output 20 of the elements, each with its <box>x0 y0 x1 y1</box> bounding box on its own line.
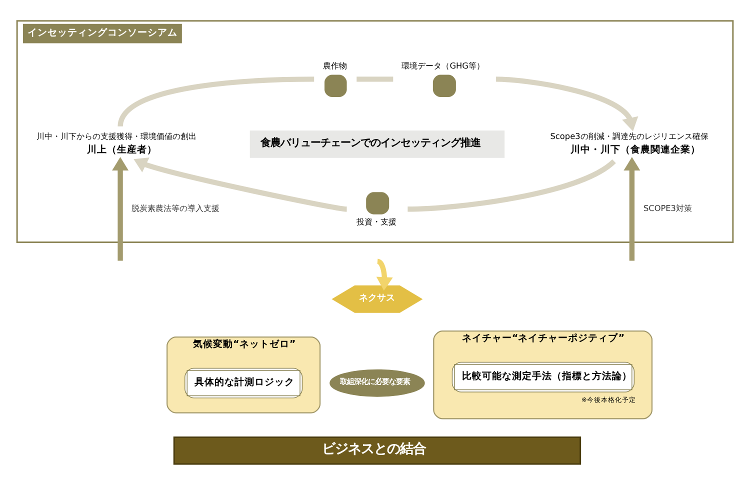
node-label: 川中・川下からの支援獲得・環境価値の創出 <box>36 130 196 141</box>
arrow <box>134 158 348 212</box>
node-label: 環境データ（GHG等） <box>402 60 485 71</box>
node-label: 農作物 <box>323 60 348 71</box>
edge-label: SCOPE3対策 <box>643 203 692 214</box>
node-text: 川中・川下（食農関連企業） <box>570 144 700 156</box>
connector <box>118 76 314 128</box>
edge-label: 脱炭素農法等の導入支援 <box>131 203 220 214</box>
node-label: 投資・支援 <box>356 216 396 227</box>
node-text: 川上（生産者） <box>86 144 157 156</box>
node-box: 食農バリューチェーンでのインセッティング推進 <box>250 130 505 158</box>
node-label: Scope3の削減・調達先のレジリエンス確保 <box>550 130 708 141</box>
node-ellipse: 取組深化に必要な要素 <box>330 369 425 397</box>
connector <box>408 159 616 212</box>
connector <box>356 76 394 82</box>
arrow <box>112 157 129 261</box>
arrow <box>496 76 638 132</box>
arrow <box>376 258 393 291</box>
arrow <box>624 157 640 261</box>
node-box: ビジネスとの結合 <box>173 436 582 465</box>
